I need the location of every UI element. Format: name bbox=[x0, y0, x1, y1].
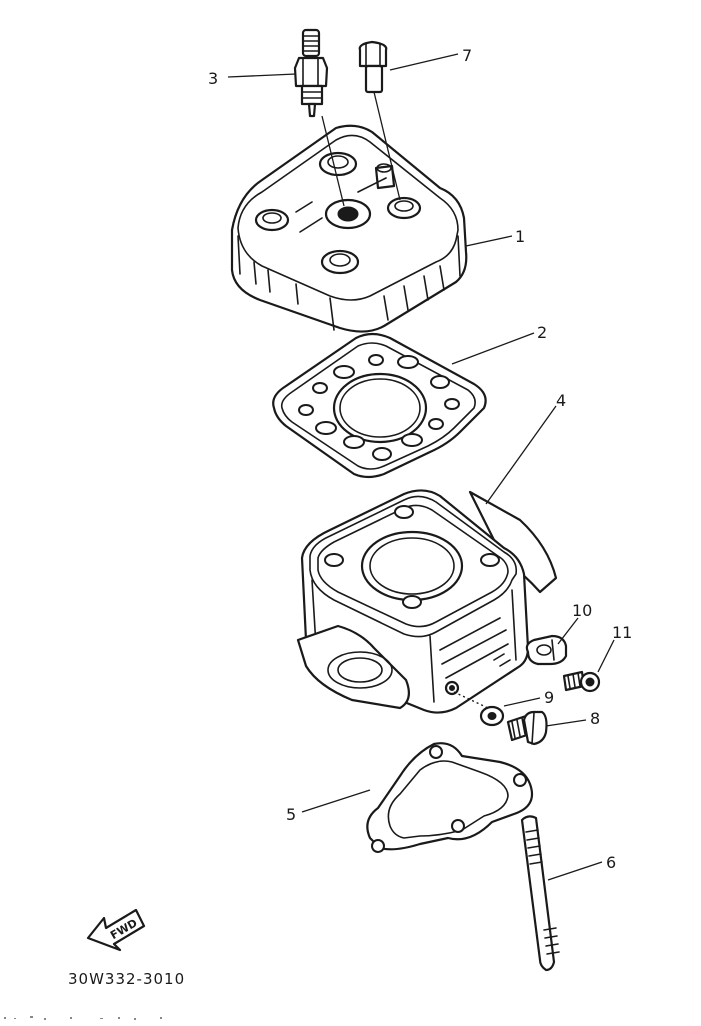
drawing-code: 30W332-3010 bbox=[68, 970, 185, 988]
stud-part bbox=[520, 815, 560, 972]
callout-8: 8 bbox=[590, 709, 600, 728]
base-gasket-part bbox=[366, 742, 534, 853]
callout-4: 4 bbox=[556, 391, 566, 410]
cylinder-head-part bbox=[230, 124, 468, 333]
callout-1: 1 bbox=[515, 227, 525, 246]
head-gasket-part bbox=[272, 332, 487, 479]
callout-10: 10 bbox=[572, 601, 592, 620]
spark-plug-part bbox=[293, 28, 329, 118]
forward-arrow-icon: FWD bbox=[86, 908, 146, 952]
callout-5: 5 bbox=[286, 805, 296, 824]
flange-bolt-part bbox=[506, 710, 548, 746]
head-bolt-part bbox=[358, 40, 388, 94]
leader-lines bbox=[227, 53, 615, 881]
washer-part bbox=[479, 705, 505, 727]
callout-9: 9 bbox=[544, 688, 554, 707]
callout-3: 3 bbox=[208, 69, 218, 88]
callout-11: 11 bbox=[612, 623, 632, 642]
scan-noise bbox=[4, 1016, 162, 1020]
callout-7: 7 bbox=[462, 46, 472, 65]
cylinder-block-part bbox=[296, 489, 558, 714]
callout-2: 2 bbox=[537, 323, 547, 342]
callout-6: 6 bbox=[606, 853, 616, 872]
screw-part bbox=[562, 670, 601, 693]
clamp-part bbox=[525, 634, 568, 666]
